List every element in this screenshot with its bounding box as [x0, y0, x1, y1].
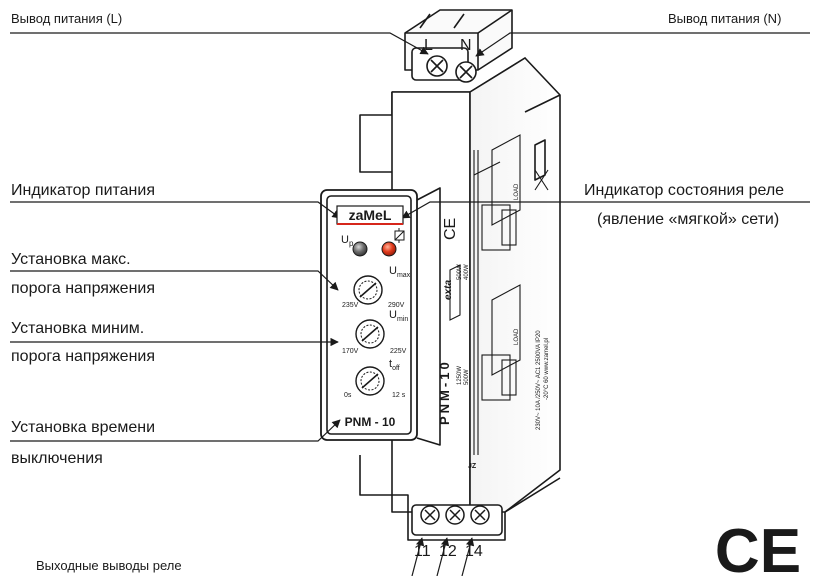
label-relay-indicator-note: (явление «мягкой» сети) [597, 211, 780, 228]
umin-min-label: 170V [342, 348, 359, 355]
leader-umax [10, 270, 339, 291]
model-side: PNM-10 [437, 359, 452, 425]
umin-label: Umin [389, 309, 408, 323]
toff-min-label: 0s [344, 392, 352, 399]
leader-power-n [475, 32, 810, 57]
umax-label: Umax [389, 265, 411, 279]
label-umax-line2: порога напряжения [11, 280, 156, 297]
leader-out-11 [411, 537, 425, 576]
leader-power-l [10, 32, 429, 55]
side-ce-mark: CE [442, 218, 459, 240]
label-power-l: Вывод питания (L) [11, 11, 123, 26]
umin-knob[interactable] [355, 319, 385, 349]
exta-logo: exta [443, 280, 454, 300]
side-rating-a: 1250W [457, 366, 463, 385]
leader-relay-indicator [401, 201, 810, 219]
toff-max-label: 12 s [392, 392, 406, 399]
ce-mark: CE [715, 517, 801, 576]
jz-label: JZ [468, 463, 477, 470]
umax-knob[interactable] [353, 275, 383, 305]
load-label-top: LOAD [514, 183, 520, 200]
label-toff-line2: выключения [11, 450, 103, 467]
brand-logo: zaMeL [349, 207, 392, 223]
umax-min-label: 235V [342, 302, 359, 309]
label-umin-line1: Установка миним. [11, 320, 145, 337]
side-schematic [449, 134, 549, 455]
label-umax-line1: Установка макс. [11, 251, 131, 268]
side-rating-d: 400W [464, 264, 470, 280]
leader-power-indicator [10, 201, 341, 219]
model-front: PNM - 10 [345, 415, 396, 429]
terminal-12-label: 12 [439, 543, 457, 560]
terminal-14-label: 14 [465, 543, 483, 560]
label-toff-line1: Установка времени [11, 419, 156, 436]
screw-top-n [455, 61, 477, 83]
umin-max-label: 225V [390, 348, 407, 355]
toff-label: toff [389, 358, 400, 372]
up-label: Up [341, 234, 354, 248]
terminal-n-label: N [460, 37, 472, 54]
power-led [352, 241, 368, 257]
umax-max-label: 290V [388, 302, 405, 309]
label-outputs: Выходные выводы реле [36, 558, 182, 573]
side-rating-c: 500W [457, 264, 463, 280]
terminal-11-label: 11 [414, 543, 431, 560]
relay-coil-icon [394, 228, 405, 243]
relay-led [381, 241, 397, 257]
screw-top-l [426, 55, 448, 77]
leader-out-12 [436, 537, 450, 576]
toff-knob[interactable] [355, 366, 385, 396]
label-power-n: Вывод питания (N) [668, 11, 782, 26]
leader-toff [10, 419, 341, 442]
label-power-indicator: Индикатор питания [11, 182, 155, 199]
label-relay-indicator: Индикатор состояния реле [584, 182, 785, 199]
load-label-bottom: LOAD [514, 328, 520, 345]
leader-out-14 [461, 537, 475, 576]
label-umin-line2: порога напряжения [11, 348, 156, 365]
side-spec-2: -20°C 60 www.zamel.pl [544, 338, 550, 400]
terminal-l-label: L [424, 37, 433, 54]
side-spec-1: 230V~ 10A /250V~ AC1 2500VA IP20 [536, 330, 542, 430]
side-rating-b: 500W [464, 369, 470, 385]
